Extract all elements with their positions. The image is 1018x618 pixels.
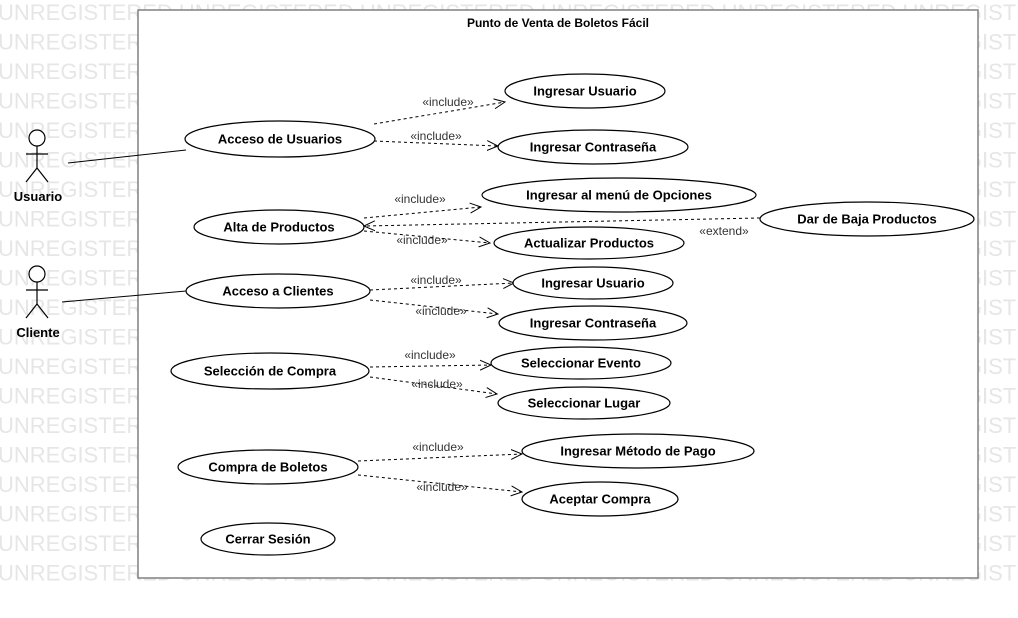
use-case-ellipse bbox=[481, 177, 757, 213]
relationship-arrow bbox=[364, 217, 761, 226]
relationship-arrow bbox=[369, 283, 514, 291]
use-case-ellipse bbox=[512, 266, 674, 300]
use-case-label: Acceso de Usuarios bbox=[218, 132, 342, 147]
use-case-label: Ingresar Usuario bbox=[541, 276, 644, 291]
use-case-acceso-clientes[interactable]: Acceso a Clientes bbox=[185, 273, 371, 309]
relationship-arrow bbox=[369, 365, 491, 367]
use-case-label: Seleccionar Lugar bbox=[528, 396, 641, 411]
relationship-include: «include» bbox=[369, 273, 514, 291]
use-case-ellipse bbox=[177, 449, 359, 485]
use-case-ellipse bbox=[490, 346, 672, 380]
relationship-include: «include» bbox=[369, 299, 498, 318]
relationship-include: «include» bbox=[363, 192, 481, 219]
use-case-ellipse bbox=[521, 481, 679, 517]
relationship-label: «include» bbox=[410, 129, 462, 143]
relationship-label: «include» bbox=[412, 440, 464, 454]
use-case-label: Dar de Baja Productos bbox=[797, 212, 936, 227]
stick-figure-icon bbox=[25, 129, 49, 183]
use-case-label: Ingresar al menú de Opciones bbox=[526, 188, 712, 203]
use-case-label: Seleccionar Evento bbox=[521, 356, 641, 371]
use-case-ellipse bbox=[498, 305, 688, 341]
relationship-include: «include» bbox=[363, 230, 490, 247]
relationship-extend: «extend» bbox=[364, 217, 761, 238]
use-case-ellipse bbox=[497, 386, 671, 420]
use-case-alta-productos[interactable]: Alta de Productos bbox=[193, 209, 365, 245]
use-case-ellipse bbox=[521, 433, 755, 469]
use-case-ellipse bbox=[170, 352, 370, 390]
use-case-ingresar-usuario-2[interactable]: Ingresar Usuario bbox=[512, 266, 674, 300]
use-case-compra-boletos[interactable]: Compra de Boletos bbox=[177, 449, 359, 485]
use-case-ellipse bbox=[200, 522, 336, 556]
actor-label: Usuario bbox=[14, 189, 62, 204]
use-case-label: Cerrar Sesión bbox=[225, 532, 310, 547]
relationship-label: «extend» bbox=[699, 224, 749, 238]
use-case-actualizar-productos[interactable]: Actualizar Productos bbox=[493, 226, 685, 260]
use-case-ellipse bbox=[184, 120, 376, 158]
use-case-label: Ingresar Método de Pago bbox=[560, 444, 715, 459]
use-case-ingresar-contrasena-2[interactable]: Ingresar Contraseña bbox=[498, 305, 688, 341]
relationship-include: «include» bbox=[357, 440, 522, 462]
use-case-acceso-usuarios[interactable]: Acceso de Usuarios bbox=[184, 120, 376, 158]
associations bbox=[61, 149, 187, 303]
use-case-label: Acceso a Clientes bbox=[222, 284, 333, 299]
use-case-aceptar-compra[interactable]: Aceptar Compra bbox=[521, 481, 679, 517]
use-case-ellipse bbox=[759, 201, 975, 237]
system-title: Punto de Venta de Boletos Fácil bbox=[467, 16, 649, 30]
association-line bbox=[67, 149, 187, 164]
use-case-ellipse bbox=[493, 226, 685, 260]
relationship-label: «include» bbox=[404, 348, 456, 362]
relationship-label: «include» bbox=[416, 480, 468, 494]
use-case-label: Ingresar Contraseña bbox=[530, 140, 657, 155]
stick-figure-icon bbox=[25, 265, 49, 319]
relationship-label: «include» bbox=[422, 95, 474, 109]
use-case-label: Compra de Boletos bbox=[208, 460, 327, 475]
relationship-arrow bbox=[373, 141, 498, 146]
use-case-label: Actualizar Productos bbox=[524, 236, 654, 251]
use-case-ingresar-usuario-1[interactable]: Ingresar Usuario bbox=[504, 73, 666, 109]
relationship-include: «include» bbox=[369, 348, 491, 367]
relationship-label: «include» bbox=[415, 304, 467, 318]
use-case-ellipse bbox=[504, 73, 666, 109]
use-case-label: Selección de Compra bbox=[204, 364, 337, 379]
relationship-label: «include» bbox=[410, 273, 462, 287]
use-case-seleccionar-evento[interactable]: Seleccionar Evento bbox=[490, 346, 672, 380]
relationship-arrow bbox=[363, 207, 481, 219]
actor-label: Cliente bbox=[16, 325, 59, 340]
relationship-label: «include» bbox=[394, 192, 446, 206]
relationship-label: «include» bbox=[411, 377, 463, 391]
association-line bbox=[61, 290, 187, 303]
use-case-ellipse bbox=[193, 209, 365, 245]
use-case-cerrar-sesion[interactable]: Cerrar Sesión bbox=[200, 522, 336, 556]
use-case-label: Ingresar Usuario bbox=[533, 84, 636, 99]
relationship-include: «include» bbox=[373, 95, 505, 125]
relationship-include: «include» bbox=[369, 376, 497, 394]
use-case-baja-productos[interactable]: Dar de Baja Productos bbox=[759, 201, 975, 237]
use-case-seleccionar-lugar[interactable]: Seleccionar Lugar bbox=[497, 386, 671, 420]
relationship-arrow bbox=[373, 102, 505, 125]
use-case-menu-opciones[interactable]: Ingresar al menú de Opciones bbox=[481, 177, 757, 213]
use-case-ellipse bbox=[497, 129, 689, 165]
relationship-include: «include» bbox=[373, 129, 498, 146]
use-case-label: Aceptar Compra bbox=[549, 492, 651, 507]
relationship-include: «include» bbox=[357, 474, 522, 494]
use-case-seleccion-compra[interactable]: Selección de Compra bbox=[170, 352, 370, 390]
relationship-label: «include» bbox=[396, 233, 448, 247]
actor-usuario[interactable]: Usuario bbox=[14, 129, 62, 204]
use-case-ingresar-contrasena-1[interactable]: Ingresar Contraseña bbox=[497, 129, 689, 165]
use-case-label: Ingresar Contraseña bbox=[530, 316, 657, 331]
use-case-ellipse bbox=[185, 273, 371, 309]
use-case-metodo-pago[interactable]: Ingresar Método de Pago bbox=[521, 433, 755, 469]
relationships: «include» «include» «include» «include» «ext… bbox=[357, 95, 761, 494]
use-case-label: Alta de Productos bbox=[223, 220, 334, 235]
actor-cliente[interactable]: Cliente bbox=[16, 265, 60, 340]
